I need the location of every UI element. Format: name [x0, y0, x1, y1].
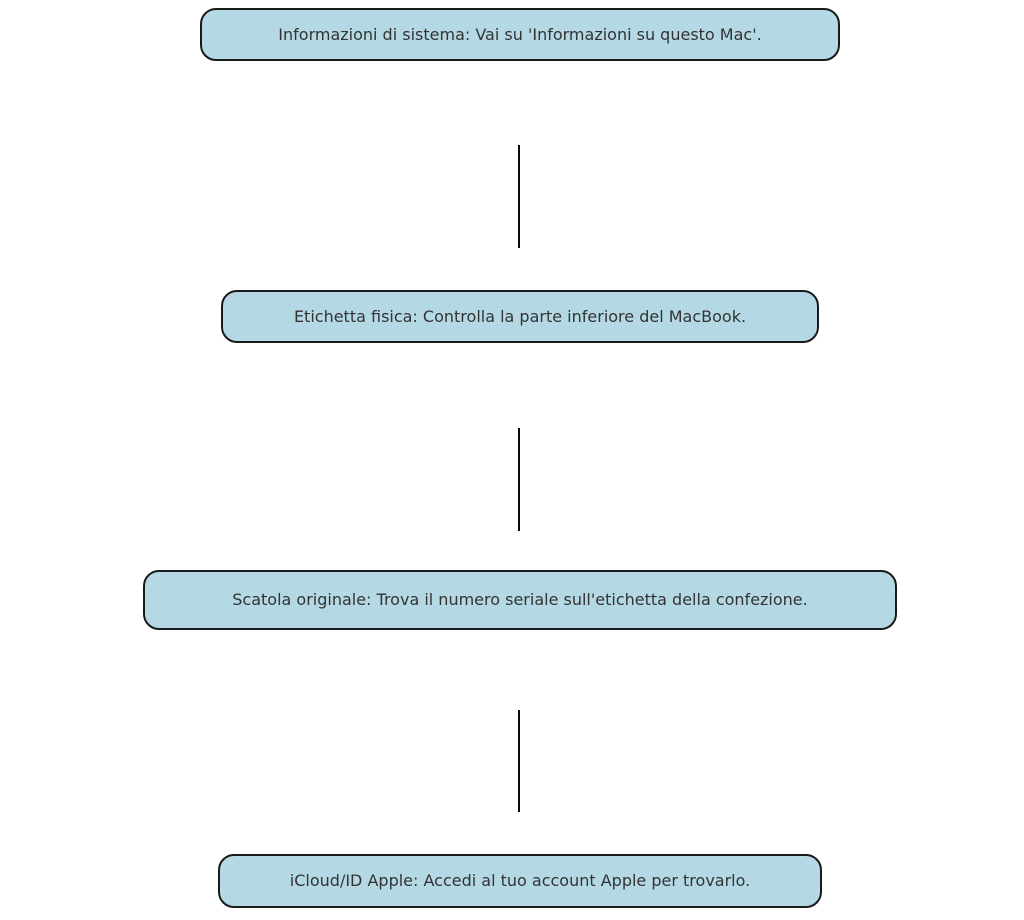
node-label: Etichetta fisica: Controlla la parte inf… [293, 306, 747, 326]
node-label: Informazioni di sistema: Vai su 'Informa… [278, 24, 762, 44]
flowchart-node-system-info: Informazioni di sistema: Vai su 'Informa… [200, 8, 840, 61]
flowchart-node-physical-label: Etichetta fisica: Controlla la parte inf… [221, 290, 819, 343]
connector-line [518, 428, 520, 531]
flowchart-node-original-box: Scatola originale: Trova il numero seria… [143, 570, 897, 630]
node-label: iCloud/ID Apple: Accedi al tuo account A… [289, 871, 751, 890]
connector-line [518, 145, 520, 248]
flowchart-node-icloud-apple-id: iCloud/ID Apple: Accedi al tuo account A… [218, 854, 822, 908]
node-label: Scatola originale: Trova il numero seria… [232, 590, 808, 609]
connector-line [518, 710, 520, 812]
